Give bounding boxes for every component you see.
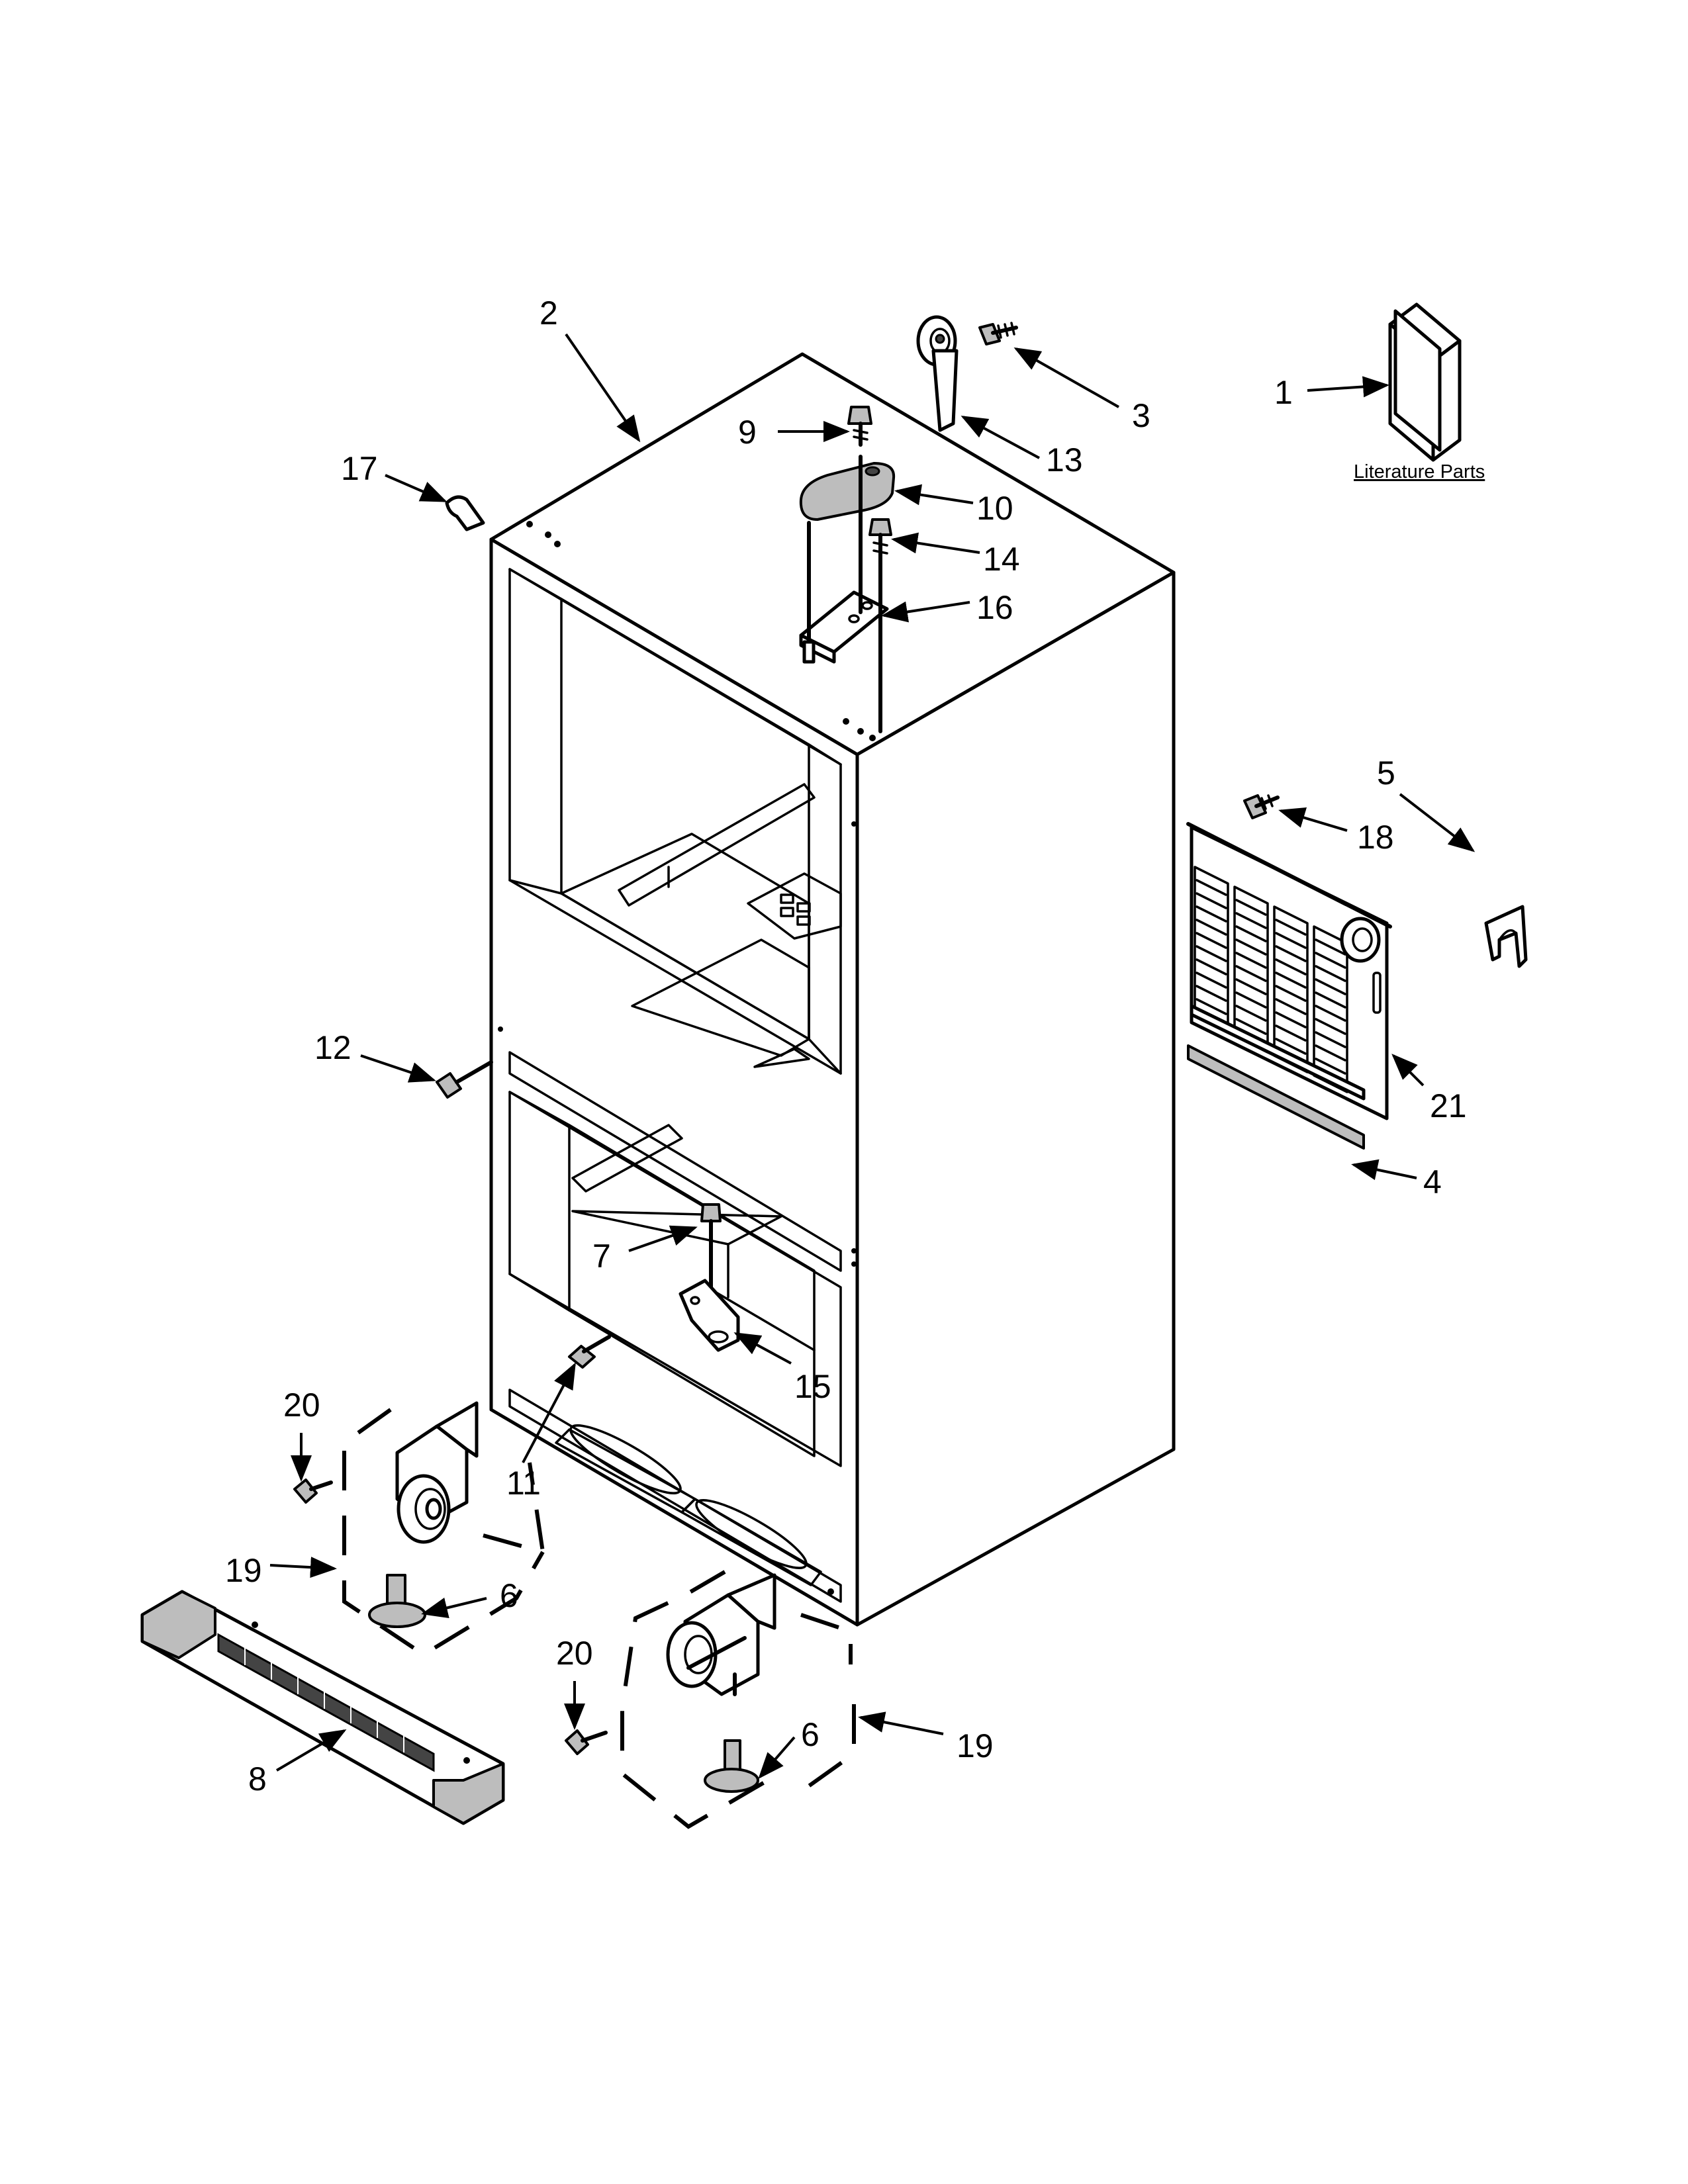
screw-18: [1243, 794, 1280, 819]
callout-1: 1: [1274, 374, 1293, 411]
callout-13: 13: [1046, 441, 1083, 478]
callout-20-right: 20: [556, 1635, 593, 1672]
seal-strip: [1187, 1044, 1365, 1150]
callout-16: 16: [976, 589, 1013, 626]
callout-12: 12: [314, 1029, 352, 1066]
callout-9: 9: [738, 414, 757, 451]
screw-14: [868, 518, 892, 565]
screw-12: [436, 1060, 493, 1099]
callout-8: 8: [248, 1760, 267, 1797]
screw-11: [568, 1335, 611, 1369]
callout-leaders: [269, 333, 1476, 1780]
callout-10: 10: [976, 490, 1013, 527]
callout-11: 11: [506, 1465, 541, 1502]
callout-19-left: 19: [225, 1552, 262, 1589]
literature-booklet: [1388, 302, 1462, 462]
callout-18: 18: [1357, 819, 1394, 856]
refrigerator-cabinet: [489, 352, 1176, 1627]
callout-6-left: 6: [500, 1577, 518, 1614]
grille-clip: [1484, 905, 1528, 968]
callout-17: 17: [341, 450, 378, 487]
literature-parts-caption: Literature Parts: [1354, 461, 1485, 482]
callout-3: 3: [1132, 397, 1150, 434]
screw-3: [978, 322, 1018, 345]
callout-2: 2: [539, 295, 558, 332]
hinge-cover: [799, 462, 896, 521]
right-roller-assembly: [620, 1570, 856, 1829]
callout-6-right: 6: [801, 1716, 820, 1753]
callout-19-right: 19: [957, 1727, 994, 1764]
callout-21: 21: [1430, 1087, 1467, 1124]
screw-20-left: [293, 1479, 333, 1504]
callout-labels: 1 2 3 4 5 6 6 7 8 9 10 11 12 13 14 15 16…: [225, 295, 1467, 1797]
callout-14: 14: [983, 541, 1020, 578]
callout-5: 5: [1377, 754, 1395, 792]
screw-20-right: [565, 1729, 608, 1755]
kick-plate: [140, 1590, 505, 1825]
callout-20-left: 20: [283, 1387, 320, 1424]
rear-access-grille: [1186, 822, 1392, 1120]
door-closer: [916, 315, 959, 432]
callout-4: 4: [1423, 1163, 1442, 1201]
screw-9: [847, 406, 872, 447]
left-roller-assembly: [342, 1401, 545, 1657]
top-clip: [445, 495, 485, 531]
callout-7: 7: [592, 1238, 611, 1275]
callout-15: 15: [794, 1368, 831, 1405]
